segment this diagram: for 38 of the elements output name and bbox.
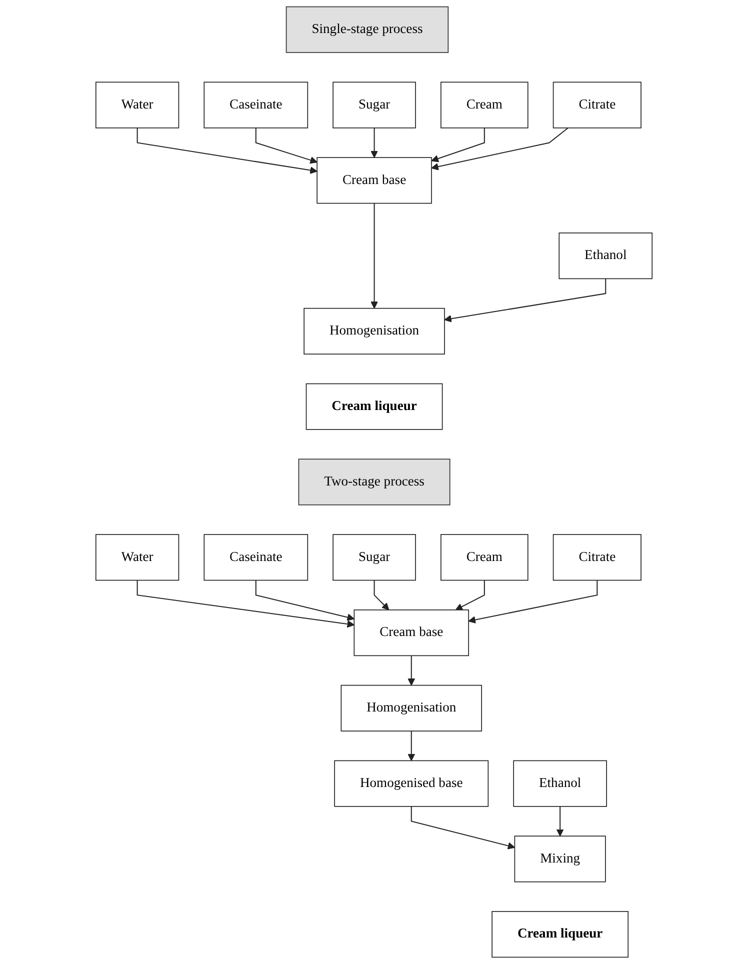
node-box: Cream liqueur (492, 911, 629, 958)
arrow (410, 806, 516, 850)
arrow (370, 128, 378, 158)
arrow (468, 580, 598, 624)
arrow (431, 128, 485, 162)
node-box: Cream base (316, 157, 432, 204)
node-box: Caseinate (204, 534, 308, 581)
node-box: Cream (440, 534, 528, 581)
node-box: Cream base (354, 609, 469, 656)
node-box: Sugar (332, 534, 416, 581)
arrow (455, 580, 485, 610)
arrow (255, 128, 318, 164)
arrow (374, 580, 390, 610)
node-box: Cream (440, 82, 528, 128)
arrow (370, 203, 378, 309)
node-box: Cream liqueur (306, 383, 443, 430)
node-box: Caseinate (204, 82, 308, 128)
arrow (431, 128, 568, 170)
node-box: Ethanol (558, 232, 653, 280)
arrow (255, 580, 354, 621)
node-box: Citrate (552, 534, 642, 581)
arrow (136, 580, 354, 628)
node-box: Homogenised base (334, 760, 489, 807)
arrow (408, 656, 416, 686)
node-box: Homogenisation (340, 684, 482, 732)
arrow (444, 278, 606, 322)
node-box: Ethanol (513, 760, 607, 807)
node-box: Homogenisation (304, 308, 445, 355)
node-box: Single-stage process (286, 6, 449, 53)
node-box: Water (95, 82, 180, 128)
node-box: Mixing (514, 836, 606, 882)
node-box: Two-stage process (298, 458, 450, 506)
arrow (136, 128, 318, 174)
arrow (556, 806, 564, 836)
node-box: Citrate (552, 82, 642, 128)
node-box: Sugar (332, 82, 416, 128)
arrow (408, 731, 416, 762)
node-box: Water (95, 534, 180, 581)
